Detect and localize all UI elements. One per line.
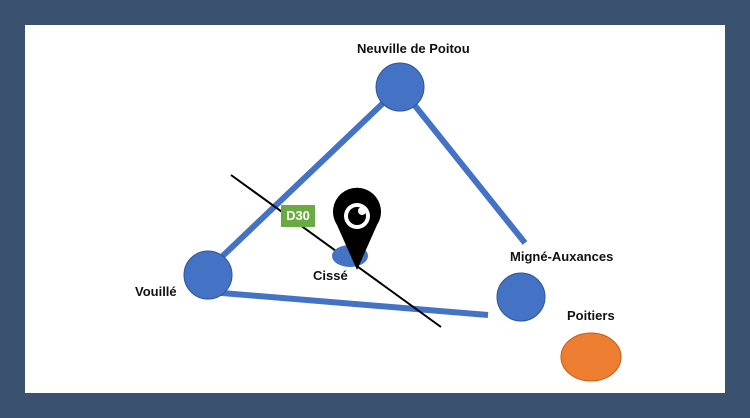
map-diagram: Neuville de Poitou Vouillé Migné-Auxance… bbox=[25, 25, 725, 393]
route-vouille-migne bbox=[209, 289, 489, 318]
diagram-shapes bbox=[183, 62, 622, 382]
route-neuville-migne bbox=[397, 85, 528, 245]
label-migne: Migné-Auxances bbox=[510, 249, 614, 264]
label-vouille: Vouillé bbox=[135, 284, 177, 299]
route-vouille-neuville bbox=[205, 84, 403, 273]
road-d30-badge: D30 bbox=[281, 205, 315, 227]
town-migne-marker bbox=[496, 272, 546, 322]
label-neuville: Neuville de Poitou bbox=[357, 41, 470, 56]
city-poitiers-marker bbox=[560, 332, 622, 382]
label-poitiers: Poitiers bbox=[567, 308, 615, 323]
town-vouille-marker bbox=[183, 250, 233, 300]
town-neuville-marker bbox=[375, 62, 425, 112]
label-cisse: Cissé bbox=[313, 268, 348, 283]
map-pin-icon bbox=[333, 187, 382, 270]
